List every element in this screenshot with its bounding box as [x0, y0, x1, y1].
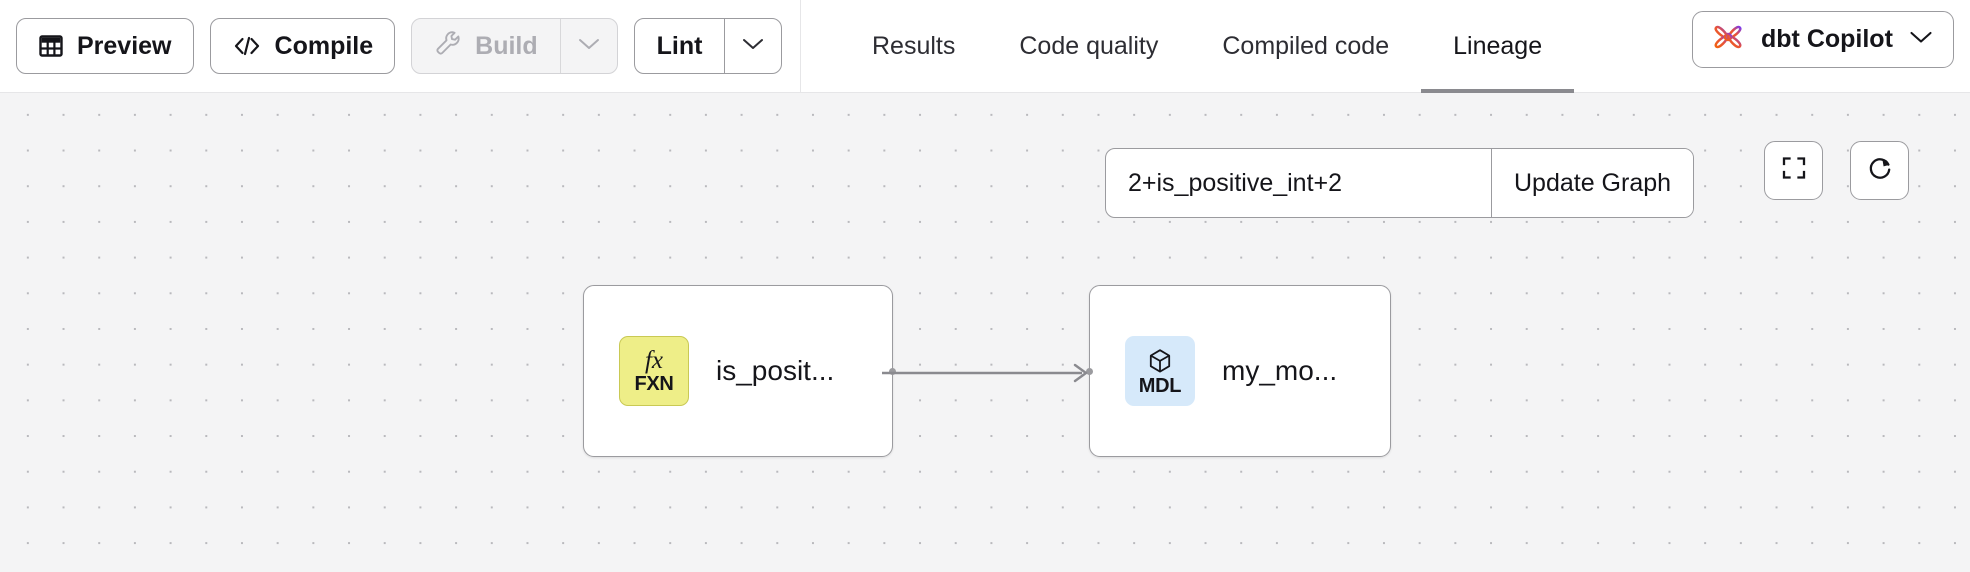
dbt-copilot-label: dbt Copilot: [1761, 25, 1893, 53]
tab-lineage[interactable]: Lineage: [1421, 0, 1575, 93]
wrench-icon: [434, 29, 462, 64]
chevron-down-icon: [742, 37, 764, 56]
compile-button-label: Compile: [274, 31, 374, 60]
update-graph-label: Update Graph: [1514, 168, 1672, 197]
lint-dropdown-toggle[interactable]: [725, 19, 781, 73]
function-icon: fx FXN: [619, 336, 689, 406]
node-name-label: is_posit...: [716, 355, 835, 386]
tab-results[interactable]: Results: [840, 0, 987, 93]
tab-code-quality[interactable]: Code quality: [987, 0, 1190, 93]
lint-button-group: Lint: [633, 18, 783, 74]
build-divider: [559, 19, 561, 73]
lint-divider: [724, 19, 726, 73]
build-dropdown-toggle: [561, 19, 617, 73]
update-graph-button[interactable]: Update Graph: [1492, 149, 1694, 217]
chevron-down-icon: [1909, 30, 1933, 50]
build-button-label: Build: [475, 31, 538, 60]
tab-code-quality-label: Code quality: [1019, 32, 1159, 60]
toolbar-actions: Preview Compile: [16, 12, 783, 80]
tab-bar: Results Code quality Compiled code Linea…: [840, 0, 1575, 93]
selector-divider: [1491, 149, 1492, 217]
reset-graph-button[interactable]: [1850, 141, 1909, 200]
fx-glyph: fx: [644, 347, 664, 374]
table-icon: [38, 33, 64, 59]
graph-selector-group: Update Graph: [1105, 148, 1695, 218]
lineage-edge: [882, 363, 1088, 383]
cube-icon: MDL: [1125, 336, 1195, 406]
tab-compiled-code[interactable]: Compiled code: [1190, 0, 1421, 93]
lint-button-label: Lint: [656, 31, 703, 60]
tab-results-label: Results: [872, 32, 956, 60]
tab-lineage-label: Lineage: [1453, 32, 1543, 60]
node-name-label: my_mo...: [1222, 355, 1338, 386]
dbt-copilot-atom-icon: [1711, 20, 1745, 59]
lineage-node-model[interactable]: MDL my_mo...: [1086, 285, 1391, 457]
lineage-node-function[interactable]: fx FXN is_posit...: [583, 285, 896, 457]
preview-button[interactable]: Preview: [16, 18, 194, 74]
preview-button-label: Preview: [77, 31, 172, 60]
top-toolbar: Preview Compile: [0, 0, 1970, 93]
cube-glyph: [1149, 348, 1171, 372]
chevron-down-icon: [578, 37, 600, 56]
fullscreen-corners-icon: [1780, 154, 1808, 187]
node-output-handle[interactable]: [889, 367, 896, 375]
refresh-icon: [1865, 153, 1895, 188]
node-type-label: MDL: [1138, 374, 1182, 397]
build-button: Build: [412, 19, 560, 73]
graph-selector-input[interactable]: [1106, 149, 1491, 217]
code-brackets-icon: [232, 34, 262, 58]
lineage-canvas[interactable]: Update Graph: [0, 93, 1970, 572]
node-input-handle[interactable]: [1086, 367, 1093, 375]
dbt-copilot-button[interactable]: dbt Copilot: [1692, 11, 1954, 68]
compile-button[interactable]: Compile: [209, 18, 396, 74]
fit-view-button[interactable]: [1764, 141, 1823, 200]
toolbar-separator: [800, 0, 801, 93]
build-button-group: Build: [411, 18, 618, 74]
tab-compiled-code-label: Compiled code: [1222, 32, 1390, 60]
lint-button[interactable]: Lint: [635, 19, 725, 73]
node-type-label: FXN: [634, 373, 674, 395]
